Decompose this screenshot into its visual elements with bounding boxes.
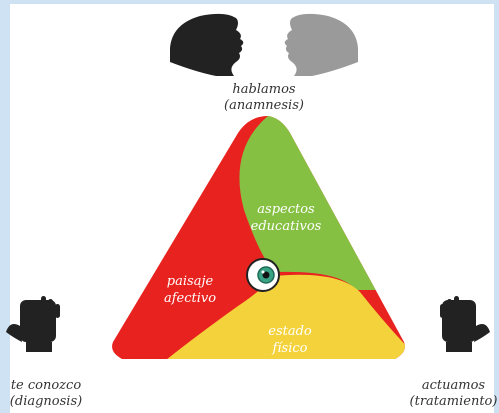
segment-yellow-label-line2: físico (272, 341, 308, 356)
segment-green-label-line2: educativos (251, 219, 322, 234)
segment-red-label-line1: paisaje (167, 274, 214, 289)
left-hand-icon (6, 296, 60, 352)
right-caption: actuamos (tratamiento) (408, 378, 499, 410)
right-caption-line1: actuamos (421, 378, 486, 393)
segment-red-label-line2: afectivo (164, 291, 216, 306)
segment-green-label-line1: aspectos (257, 202, 315, 217)
left-face-icon (170, 13, 244, 76)
top-caption-line2: (anamnesis) (224, 98, 304, 113)
eye-icon (246, 258, 280, 292)
right-hand-icon (440, 296, 490, 352)
left-caption: te conozco (diagnosis) (4, 378, 88, 410)
triangle (112, 116, 405, 359)
left-caption-line1: te conozco (10, 378, 82, 393)
right-face-icon (284, 13, 358, 76)
two-faces-icon (170, 13, 358, 76)
segment-yellow (112, 274, 405, 359)
top-caption: hablamos (anamnesis) (214, 82, 314, 114)
segment-yellow-label-line1: estado (268, 324, 312, 339)
left-caption-line2: (diagnosis) (9, 394, 83, 409)
top-caption-line1: hablamos (232, 82, 296, 97)
right-caption-line2: (tratamiento) (409, 394, 498, 409)
